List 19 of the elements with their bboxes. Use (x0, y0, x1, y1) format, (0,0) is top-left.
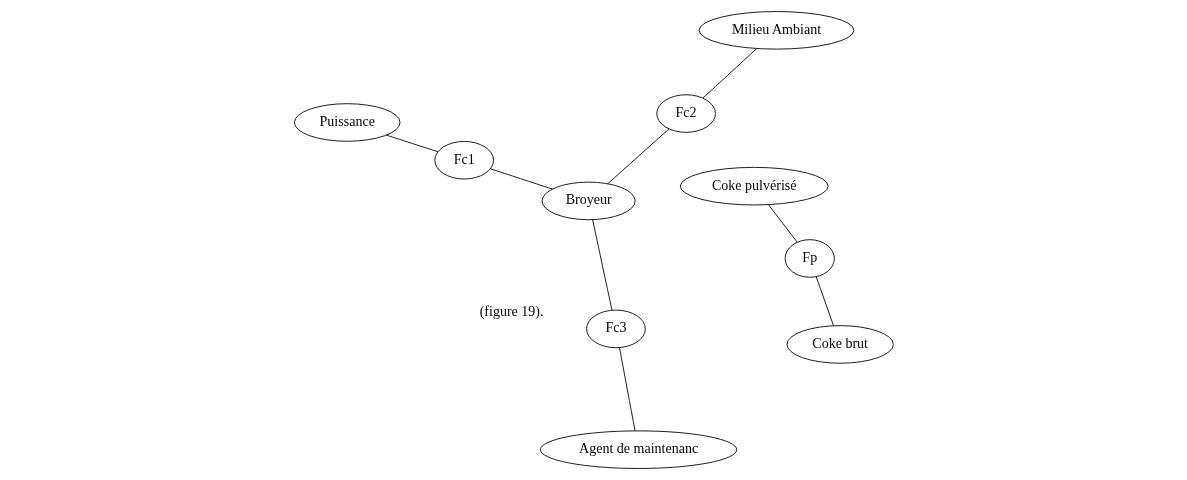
node-ellipse: Puissance (293, 103, 400, 142)
node-ellipse: Milieu Ambiant (698, 11, 854, 50)
connector (702, 48, 757, 99)
connector (767, 204, 798, 243)
node-ellipse: Coke brut (786, 325, 894, 364)
label: (figure 19). (479, 302, 543, 319)
node-ellipse: Fc3 (585, 309, 646, 349)
node-ellipse: Coke pulvérisé (679, 166, 829, 206)
connector (618, 347, 635, 432)
node-ellipse: Broyeur (541, 181, 636, 221)
node-ellipse: Fc2 (655, 94, 716, 133)
connector (815, 276, 834, 327)
connector (489, 168, 553, 190)
connector (385, 134, 438, 153)
node-ellipse: Fc1 (433, 141, 494, 180)
connector (606, 128, 669, 185)
node-ellipse: Fp (784, 239, 835, 278)
connector (591, 219, 612, 311)
node-ellipse: Agent de maintenanc (539, 430, 737, 469)
